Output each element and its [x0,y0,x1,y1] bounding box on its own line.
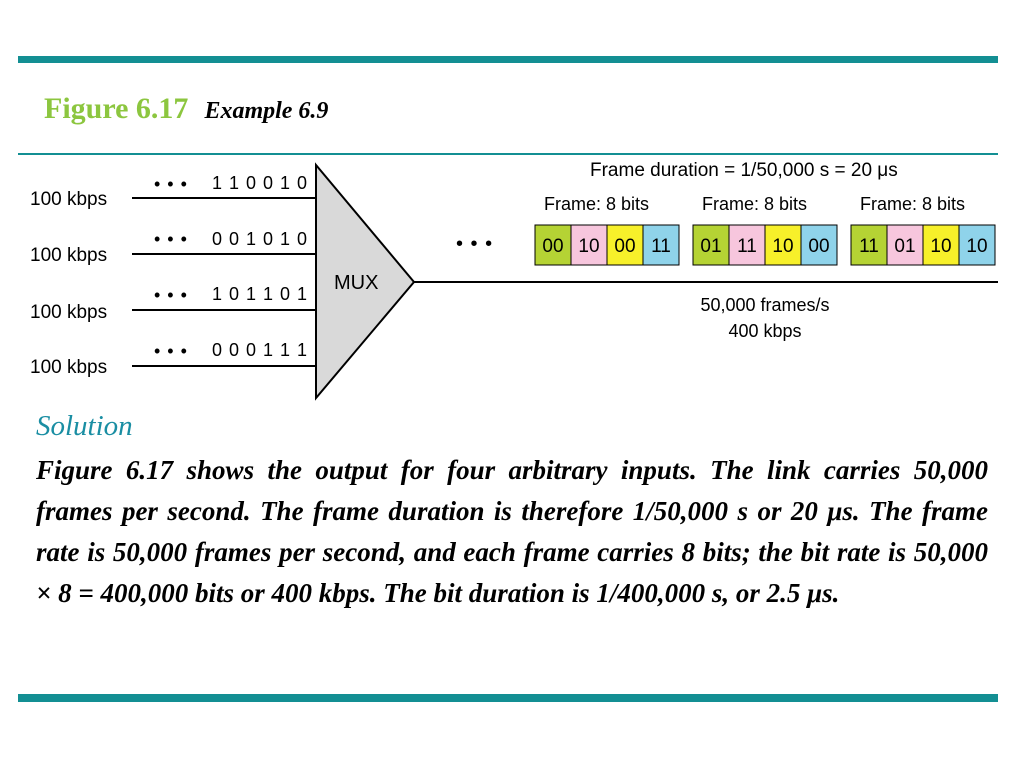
frame-1-slot-3-bits: 00 [614,236,635,257]
frame-label-3: Frame: 8 bits [860,194,965,214]
figure-subtitle: Example 6.9 [204,98,329,124]
solution-heading: Solution [36,410,133,442]
top-divider [18,56,998,63]
output-rate-frames: 50,000 frames/s [700,295,829,315]
input-ellipsis-3: • • • [154,285,188,305]
frame-2-slot-3 [764,224,802,266]
tdm-diagram: 100 kbps • • • 1 1 0 0 1 0 100 kbps • • … [18,153,998,401]
mux-label: MUX [334,272,378,294]
input-line-1: 100 kbps • • • 1 1 0 0 1 0 [30,173,316,210]
solution-text: Figure 6.17 shows the output for four ar… [36,455,988,608]
frame-1-slot-4 [642,224,680,266]
input-bits-2: 0 0 1 0 1 0 [212,229,308,249]
frame-2-slot-2-bits: 11 [737,236,757,257]
input-bits-1: 1 1 0 0 1 0 [212,173,308,193]
input-rate-1: 100 kbps [30,189,107,210]
frame-label-1: Frame: 8 bits [544,194,649,214]
input-ellipsis-1: • • • [154,174,188,194]
frame-2-slot-3-bits: 10 [772,236,793,257]
input-rate-4: 100 kbps [30,357,107,378]
frame-2: 01 11 10 00 [692,224,838,266]
figure-number: Figure 6.17 [44,92,189,125]
output-ellipsis: • • • [456,233,493,255]
frame-1: 00 10 00 11 [534,224,680,266]
input-line-3: 100 kbps • • • 1 0 1 1 0 1 [30,284,316,323]
frame-3-slot-2 [886,224,924,266]
frame-1-slot-1 [534,224,572,266]
input-ellipsis-4: • • • [154,341,188,361]
frame-3-slot-4 [958,224,996,266]
frame-1-slot-3 [606,224,644,266]
frame-3-slot-4-bits: 10 [966,236,987,257]
frame-2-slot-2 [728,224,766,266]
input-line-2: 100 kbps • • • 0 0 1 0 1 0 [30,229,316,266]
frame-2-slot-1 [692,224,730,266]
frames: 00 10 00 11 01 11 10 00 11 01 10 10 [534,224,996,266]
input-bits-4: 0 0 0 1 1 1 [212,340,308,360]
output-rate-bits: 400 kbps [728,321,801,341]
frame-duration-label: Frame duration = 1/50,000 s = 20 μs [590,160,898,181]
input-rate-3: 100 kbps [30,302,107,323]
bottom-divider [18,694,998,702]
frame-label-2: Frame: 8 bits [702,194,807,214]
frame-2-slot-4-bits: 00 [808,236,829,257]
frame-2-slot-4 [800,224,838,266]
input-line-4: 100 kbps • • • 0 0 0 1 1 1 [30,340,316,378]
figure-title: Figure 6.17 Example 6.9 [44,92,328,126]
frame-3-slot-1 [850,224,888,266]
frame-3-slot-2-bits: 01 [894,236,915,257]
frame-3-slot-3-bits: 10 [930,236,951,257]
mux-triangle [315,162,416,401]
frame-1-slot-2 [570,224,608,266]
input-ellipsis-2: • • • [154,229,188,249]
frame-3-slot-1-bits: 11 [859,236,879,257]
frame-1-slot-4-bits: 11 [651,236,671,257]
input-bits-3: 1 0 1 1 0 1 [212,284,308,304]
frame-2-slot-1-bits: 01 [700,236,721,257]
frame-1-slot-2-bits: 10 [578,236,599,257]
frame-3: 11 01 10 10 [850,224,996,266]
frame-1-slot-1-bits: 00 [542,236,563,257]
input-rate-2: 100 kbps [30,245,107,266]
